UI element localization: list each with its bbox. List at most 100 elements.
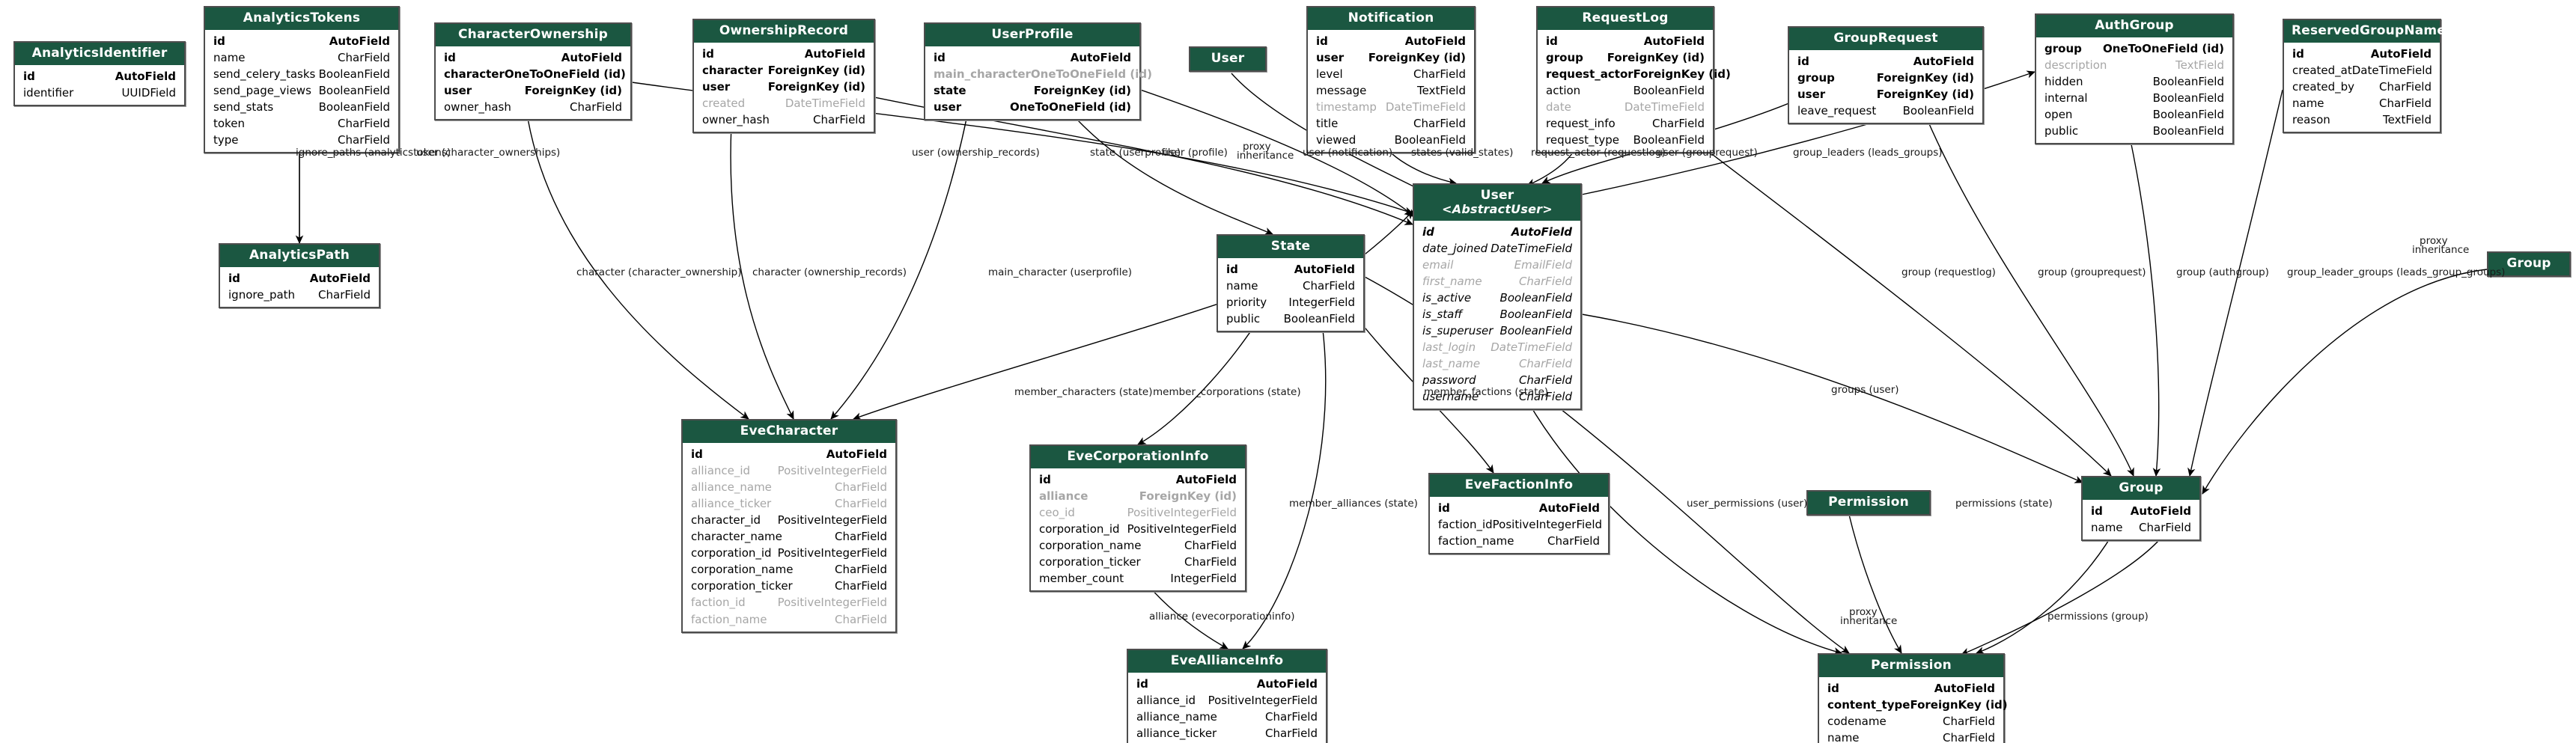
field-name: id	[1546, 34, 1558, 49]
field-name: title	[1316, 117, 1339, 131]
entity-title-analyticsidentifier: AnalyticsIdentifier	[15, 43, 184, 66]
field-type: CharField	[1413, 67, 1466, 82]
entity-title-evefactioninfo: EveFactionInfo	[1430, 474, 1608, 498]
field-name: user	[702, 80, 731, 94]
entity-title-group_right: Group	[2488, 253, 2569, 276]
field-name: corporation_ticker	[691, 579, 793, 593]
edge-label-lbl-proxy-inheritance-bottom2: inheritance	[1840, 615, 1898, 627]
edge-label-lbl-states-valid-states: states (valid_states)	[1411, 147, 1514, 159]
field-type: AutoField	[1070, 51, 1131, 65]
field-type: AutoField	[2130, 504, 2191, 519]
field-name: email	[1422, 258, 1454, 272]
entity-user_small[interactable]: User	[1189, 46, 1267, 73]
field-type: DateTimeField	[785, 97, 865, 111]
field-type: TextField	[2383, 113, 2432, 127]
field-name: send_celery_tasks	[213, 67, 316, 82]
field-name: user	[1797, 88, 1826, 102]
edge-label-lbl-user-ownership-records: user (ownership_records)	[912, 147, 1040, 159]
field-type: OneToOneField (id)	[2102, 42, 2224, 56]
field-name: date	[1546, 100, 1571, 114]
field-type: ForeignKey (id)	[1368, 51, 1466, 65]
field-name: request_type	[1546, 133, 1620, 147]
field-name: id	[1039, 473, 1051, 487]
field-type: BooleanField	[318, 67, 390, 82]
field-type: EmailField	[1514, 258, 1572, 272]
entity-title-notification: Notification	[1308, 7, 1474, 31]
field-type: ForeignKey (id)	[1876, 88, 1974, 102]
field-name: id	[444, 51, 456, 65]
field-name: corporation_id	[691, 546, 772, 560]
field-name: user	[1316, 51, 1345, 65]
field-type: ForeignKey (id)	[1910, 698, 2008, 712]
field-name: content_type	[1827, 698, 1910, 712]
field-name: request_info	[1546, 117, 1616, 131]
entity-title-ownershiprecord: OwnershipRecord	[694, 20, 874, 43]
field-type: CharField	[813, 113, 865, 127]
field-type: PositiveIntegerField	[777, 546, 887, 560]
field-name: ceo_id	[1039, 506, 1075, 520]
edge-label-lbl-state-userprofile: state (userprofile)	[1090, 147, 1181, 159]
entity-group_right[interactable]: Group	[2487, 251, 2571, 278]
edge-label-lbl-user-permissions-user: user_permissions (user)	[1687, 498, 1808, 510]
field-name: id	[2091, 504, 2103, 519]
field-type: CharField	[1652, 117, 1705, 131]
field-name: user	[444, 84, 472, 98]
field-type: CharField	[338, 117, 390, 131]
edge-label-lbl-user-notification: user (notification)	[1303, 147, 1393, 159]
field-type: CharField	[2139, 521, 2191, 535]
field-name: send_stats	[213, 100, 274, 114]
entity-title-group_mid: Group	[2083, 477, 2199, 501]
field-name: identifier	[23, 86, 74, 100]
field-type: BooleanField	[1499, 324, 1572, 338]
field-type: BooleanField	[2152, 108, 2224, 122]
edge-label-lbl-group-authgroup: group (authgroup)	[2176, 266, 2269, 278]
edge-label-lbl-character-ownership-records: character (ownership_records)	[752, 266, 907, 278]
field-name: hidden	[2044, 75, 2083, 89]
field-name: action	[1546, 84, 1581, 98]
field-type: CharField	[1265, 710, 1318, 724]
field-type: ForeignKey (id)	[767, 80, 865, 94]
field-type: DateTimeField	[1624, 100, 1705, 114]
field-type: CharField	[318, 288, 371, 302]
field-type: IntegerField	[1170, 572, 1237, 586]
entity-title-state: State	[1218, 236, 1363, 259]
field-name: username	[1422, 390, 1479, 404]
field-type: OneToOneField (id)	[1009, 100, 1131, 114]
entity-permission_mid[interactable]: Permission	[1806, 490, 1931, 516]
field-name: timestamp	[1316, 100, 1377, 114]
field-type: BooleanField	[318, 100, 390, 114]
